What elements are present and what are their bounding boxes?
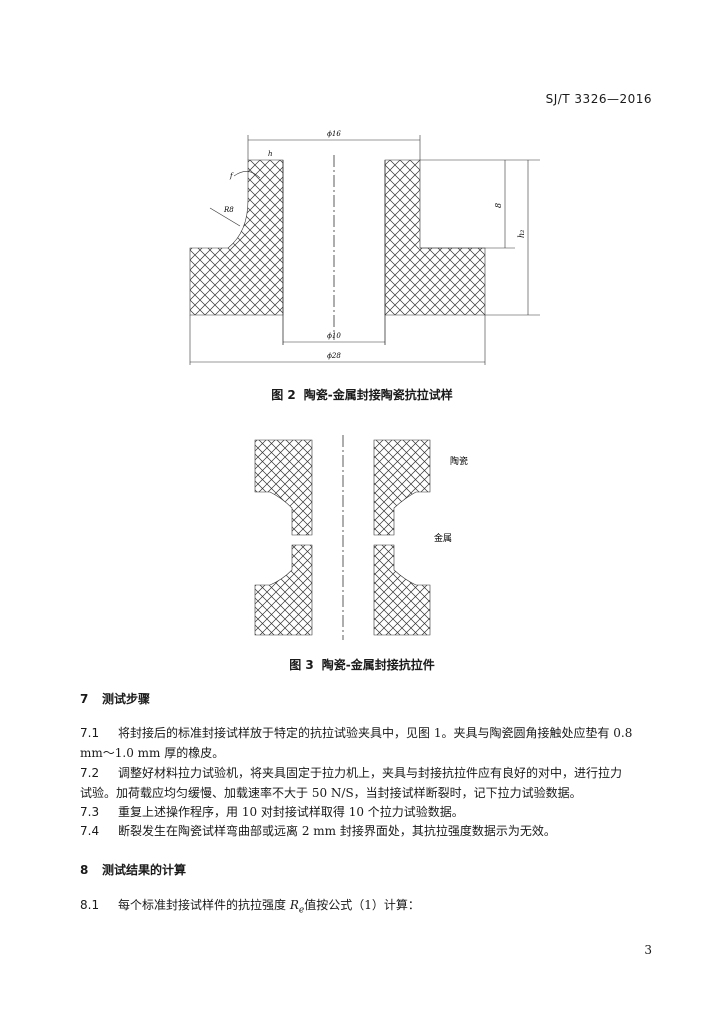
dim-8-label: 8 bbox=[494, 203, 503, 208]
section-7-heading: 7 测试步骤 bbox=[80, 690, 150, 707]
left-bottom-piece bbox=[254, 544, 313, 636]
clause-text: 断裂发生在陶瓷试样弯曲部或远离 2 mm 封接界面处，其抗拉强度数据示为无效。 bbox=[118, 824, 556, 838]
clause-text: 调整好材料拉力试验机，将夹具固定于拉力机上，夹具与封接抗拉件应有良好的对中，进行… bbox=[118, 766, 623, 780]
figure-3-number: 图 3 bbox=[289, 658, 314, 672]
clause-7-3: 7.3 重复上述操作程序，用 10 对封接试样取得 10 个拉力试验数据。 bbox=[80, 803, 652, 823]
clause-number: 8.1 bbox=[80, 898, 100, 912]
section-8-title: 测试结果的计算 bbox=[102, 863, 187, 877]
clause-text: 将封接后的标准封接试样放于特定的抗拉试验夹具中，见图 1。夹具与陶瓷圆角接触处应… bbox=[118, 726, 633, 740]
right-top-piece bbox=[373, 439, 431, 536]
formula-symbol: R bbox=[289, 898, 299, 912]
formula-symbol-sub: e bbox=[298, 905, 305, 916]
figure-3-drawing: 陶瓷 金属 bbox=[254, 435, 468, 640]
clause-7-2: 7.2 调整好材料拉力试验机，将夹具固定于拉力机上，夹具与封接抗拉件应有良好的对中… bbox=[80, 764, 652, 803]
clause-number: 7.3 bbox=[80, 805, 100, 819]
section-7-title: 测试步骤 bbox=[102, 692, 151, 706]
clause-number: 7.2 bbox=[80, 766, 100, 780]
clause-text-cont: mm～1.0 mm 厚的橡皮。 bbox=[80, 745, 225, 760]
label-metal: 金属 bbox=[434, 532, 452, 544]
clause-text-cont: 试验。加荷载应均匀缓慢、加载速率不大于 50 N/S，当封接试样断裂时，记下拉力… bbox=[80, 785, 582, 800]
specimen-left-body bbox=[189, 159, 284, 316]
right-bottom-piece bbox=[373, 544, 431, 636]
figure-2-caption: 图 2 陶瓷-金属封接陶瓷抗拉试样 bbox=[0, 386, 724, 403]
clause-number: 7.1 bbox=[80, 726, 100, 740]
label-radius: R8 bbox=[223, 206, 234, 214]
section-8-number: 8 bbox=[80, 863, 89, 877]
dim-bottom-label: ϕ28 bbox=[327, 352, 341, 360]
page-number: 3 bbox=[644, 943, 652, 957]
figure-2-title: 陶瓷-金属封接陶瓷抗拉试样 bbox=[303, 388, 453, 402]
clause-text-after: 值按公式（1）计算： bbox=[304, 898, 420, 912]
left-top-piece bbox=[254, 439, 313, 536]
specimen-right-body bbox=[384, 159, 486, 316]
figure-3-title: 陶瓷-金属封接抗拉件 bbox=[321, 658, 435, 672]
clause-7-4: 7.4 断裂发生在陶瓷试样弯曲部或远离 2 mm 封接界面处，其抗拉强度数据示为无… bbox=[80, 822, 652, 842]
section-7-number: 7 bbox=[80, 692, 89, 706]
clause-text: 重复上述操作程序，用 10 对封接试样取得 10 个拉力试验数据。 bbox=[118, 805, 464, 819]
clause-number: 7.4 bbox=[80, 824, 100, 838]
label-h: h bbox=[268, 150, 273, 158]
clause-7-1: 7.1 将封接后的标准封接试样放于特定的抗拉试验夹具中，见图 1。夹具与陶瓷圆角接… bbox=[80, 724, 652, 763]
clause-8-1: 8.1 每个标准封接试样件的抗拉强度 Re值按公式（1）计算： bbox=[80, 896, 652, 921]
figure-3-caption: 图 3 陶瓷-金属封接抗拉件 bbox=[0, 656, 724, 673]
clause-text: 每个标准封接试样件的抗拉强度 bbox=[118, 898, 290, 912]
standard-code: SJ/T 3326—2016 bbox=[545, 92, 652, 106]
dim-inner-label: ϕ10 bbox=[327, 332, 341, 340]
figure-2-number: 图 2 bbox=[271, 388, 296, 402]
figure-2-drawing: ϕ16 8 h₂ ϕ10 ϕ28 h f R8 bbox=[189, 130, 540, 365]
section-8-heading: 8 测试结果的计算 bbox=[80, 861, 186, 878]
dim-h2-label: h₂ bbox=[517, 230, 526, 238]
label-f: f bbox=[229, 172, 234, 180]
label-ceramic: 陶瓷 bbox=[450, 455, 468, 467]
dim-top-label: ϕ16 bbox=[327, 130, 341, 138]
